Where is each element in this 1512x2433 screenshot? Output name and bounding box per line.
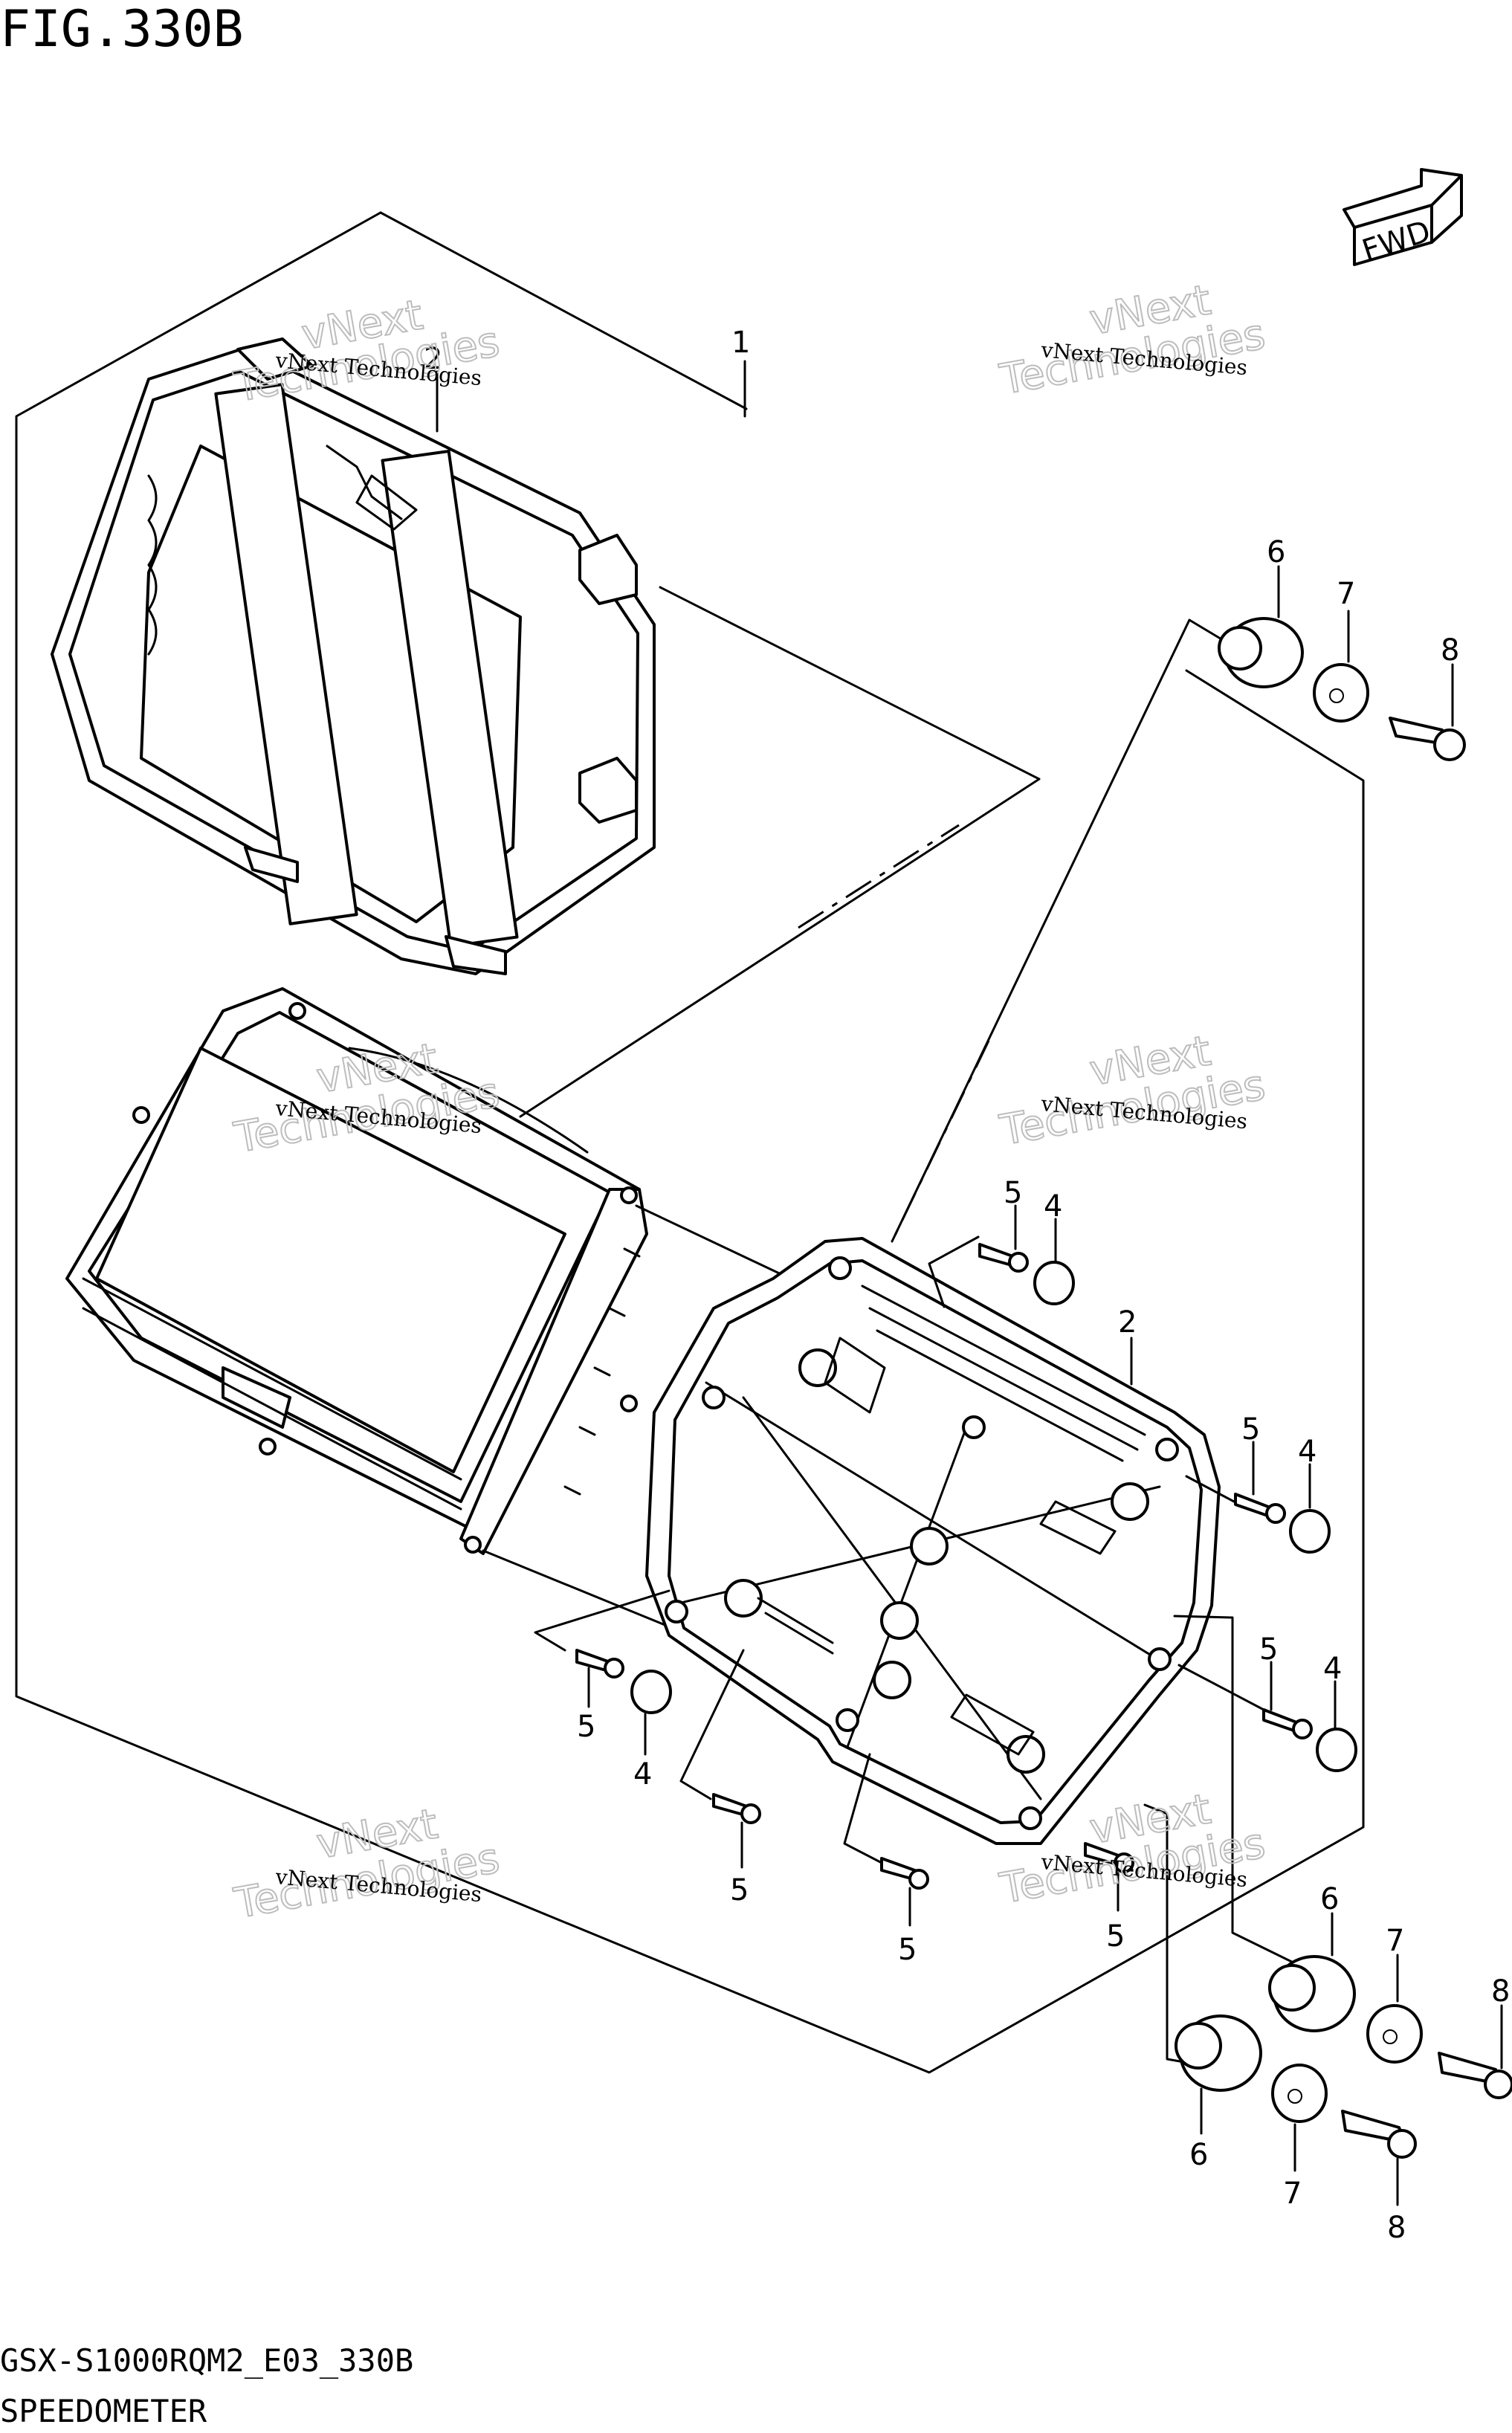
meter-housing <box>645 1237 1221 1845</box>
forward-direction-badge: FWD <box>1343 168 1463 268</box>
callout-4-b: 4 <box>1298 1435 1316 1469</box>
callout-6-low: 6 <box>1189 2138 1208 2172</box>
callout-1: 1 <box>731 326 750 360</box>
callout-8-mid: 8 <box>1491 1974 1510 2009</box>
diagram-subtitle: SPEEDOMETER <box>0 2393 207 2429</box>
grommet-set-mid <box>1268 1955 1512 2099</box>
callout-8-top: 8 <box>1441 633 1459 668</box>
grommet-set-top <box>1218 617 1466 761</box>
callout-5-f: 5 <box>898 1933 917 1967</box>
callout-4-d: 4 <box>633 1757 652 1791</box>
callout-5-d: 5 <box>577 1710 595 1744</box>
watermark-5: vNext Technologies vNext Technologies <box>230 1799 504 1929</box>
model-code-label: GSX-S1000RQM2_E03_330B <box>0 2342 413 2379</box>
screw-cap-pair-d <box>534 1589 672 1714</box>
figure-title: FIG.330B <box>0 0 244 59</box>
watermark-2: vNext Technologies vNext Technologies <box>995 275 1270 405</box>
screw-f <box>843 1753 929 1890</box>
screw-cap-pair-a <box>928 1235 1075 1308</box>
watermark-4: vNext Technologies vNext Technologies <box>995 1026 1270 1156</box>
callout-6-mid: 6 <box>1320 1882 1339 1916</box>
callout-4-c: 4 <box>1323 1652 1342 1686</box>
meter-cover <box>51 337 656 975</box>
watermark-1: vNext Technologies vNext Technologies <box>230 290 504 413</box>
assembly-outline <box>15 211 1365 2074</box>
callout-5-b: 5 <box>1241 1412 1260 1447</box>
callout-7-low: 7 <box>1283 2177 1302 2211</box>
callout-3: 2 <box>424 342 442 376</box>
callout-5-g: 5 <box>1106 1919 1125 1954</box>
screw-e <box>679 1649 761 1824</box>
callout-2: 2 <box>1118 1305 1137 1340</box>
callout-7-top: 7 <box>1337 577 1355 611</box>
screw-g <box>1084 1842 1134 1873</box>
grommet-set-low <box>1175 2014 1417 2159</box>
callout-8-low: 8 <box>1387 2211 1406 2245</box>
screw-cap-pair-b <box>1185 1475 1331 1554</box>
lcd-display-unit <box>65 987 648 1555</box>
callout-7-mid: 7 <box>1386 1924 1404 1958</box>
callout-5-e: 5 <box>730 1873 749 1907</box>
callout-5-c: 5 <box>1259 1632 1278 1667</box>
callout-5-a: 5 <box>1004 1176 1022 1210</box>
callout-4-a: 4 <box>1044 1189 1062 1224</box>
screw-cap-pair-c <box>1177 1664 1357 1772</box>
callout-6-top: 6 <box>1267 535 1285 569</box>
